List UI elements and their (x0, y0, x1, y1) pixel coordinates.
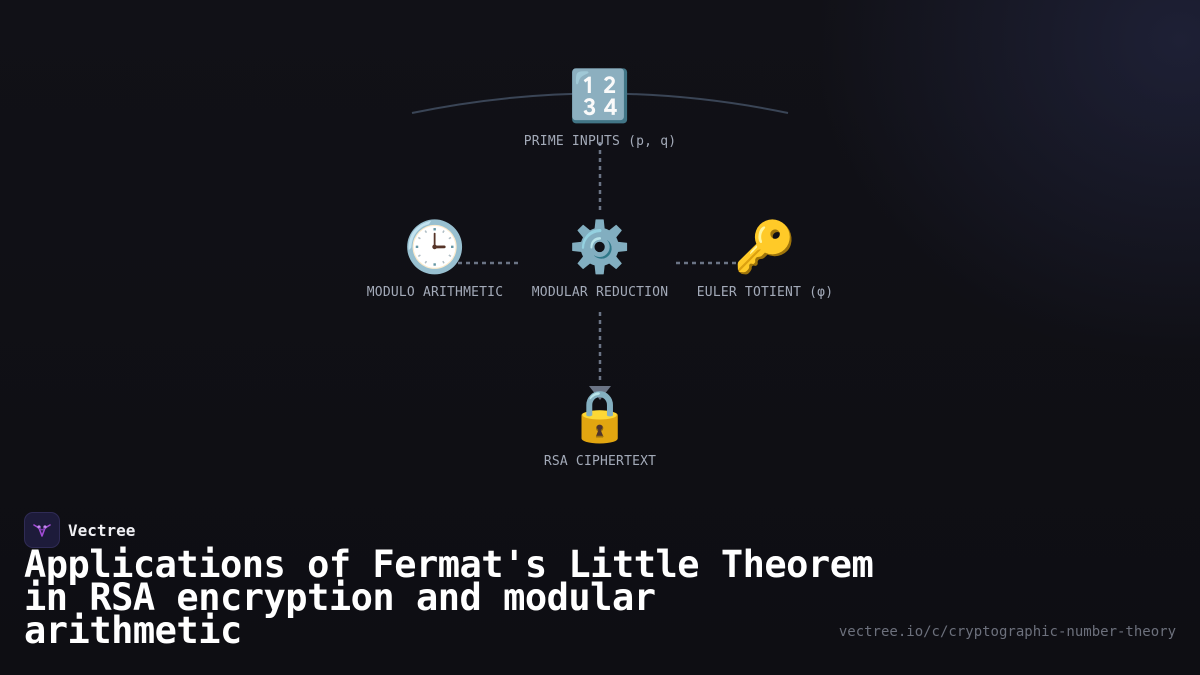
node-label: MODULO ARITHMETIC (366, 285, 504, 300)
node-label: EULER TOTIENT (φ) (696, 285, 834, 300)
node-label: PRIME INPUTS (p, q) (523, 134, 677, 149)
lock-icon: 🔒 (568, 387, 632, 445)
node-modular-reduction: ⚙️ MODULAR REDUCTION (500, 217, 700, 300)
vectree-logo-icon (24, 512, 60, 548)
node-label: MODULAR REDUCTION (531, 285, 669, 300)
clock-icon: 🕒 (403, 218, 467, 276)
source-url: vectree.io/c/cryptographic-number-theory (838, 624, 1176, 640)
1234-input-icon: 🔢 (568, 67, 632, 125)
top-arc (411, 92, 789, 114)
key-icon: 🔑 (733, 218, 797, 276)
node-prime-inputs: 🔢 PRIME INPUTS (p, q) (500, 66, 700, 149)
page-title: Applications of Fermat's Little Theorem … (24, 543, 874, 652)
brand: Vectree (24, 512, 135, 548)
node-rsa-ciphertext: 🔒 RSA CIPHERTEXT (500, 386, 700, 469)
node-modulo-arithmetic: 🕒 MODULO ARITHMETIC (335, 217, 535, 300)
arrowhead-rsa (589, 386, 611, 400)
brand-name: Vectree (68, 520, 136, 540)
node-label: RSA CIPHERTEXT (543, 454, 657, 469)
node-euler-totient: 🔑 EULER TOTIENT (φ) (665, 217, 865, 300)
gear-icon: ⚙️ (568, 218, 632, 276)
